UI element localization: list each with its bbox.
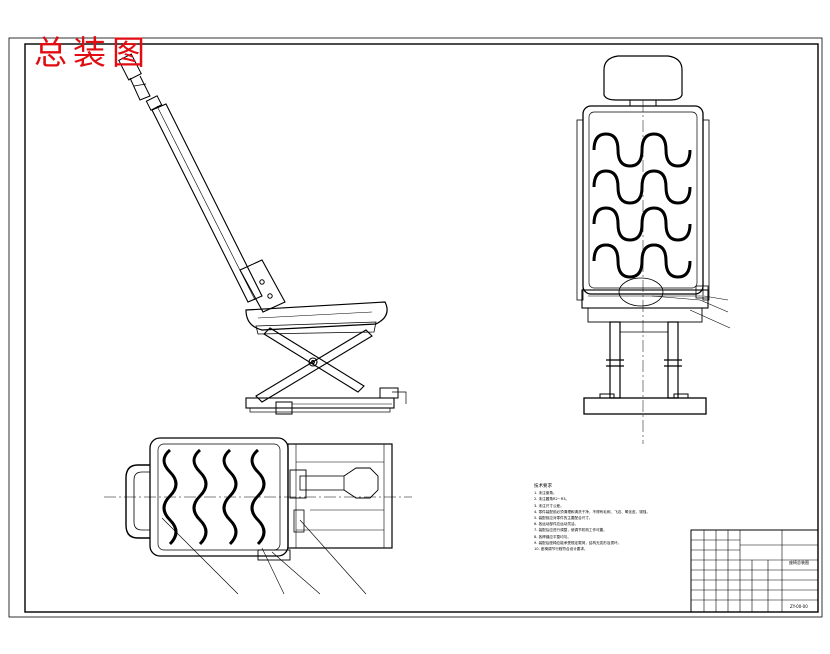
side-view — [118, 53, 407, 415]
note-item: 5. 装配前应对零件的主要配合尺寸。 — [534, 516, 593, 521]
title-block-part-name: 座椅总装图 — [789, 560, 809, 565]
note-item: 6. 各运动部件应运动灵活。 — [534, 522, 579, 527]
outer-border — [8, 37, 823, 618]
drawing-title: 总装图 — [34, 33, 151, 72]
note-item: 4. 零件装配前必须清理和清洗干净，不得有毛刺、飞边、氧化皮、锈蚀。 — [534, 509, 650, 514]
title-block-drawing-number: ZY-00-00 — [790, 604, 808, 609]
note-item: 8. 各焊缝应平整均匀。 — [534, 534, 571, 539]
zigzag-springs — [592, 132, 692, 279]
backrest-rod — [151, 103, 263, 303]
scissor-lift — [255, 327, 373, 403]
headrest — [603, 55, 683, 101]
hinge-plate — [239, 259, 286, 313]
detail-circle — [618, 277, 664, 307]
technical-requirements: 技术要求 1. 未注倒角。 2. 未注圆角R2~R3。 3. 未注尺寸公差。 4… — [534, 484, 684, 552]
top-headrest — [125, 464, 150, 539]
top-seat-base — [287, 443, 393, 549]
note-item: 7. 装配后应进行调整，使调节机构工作可靠。 — [534, 528, 607, 533]
top-view — [104, 437, 412, 595]
inner-border — [24, 43, 819, 613]
note-item: 3. 未注尺寸公差。 — [534, 503, 564, 508]
base-rail — [245, 397, 395, 409]
front-view — [576, 55, 731, 444]
note-item: 10. 座椅调节行程符合设计要求。 — [534, 547, 588, 552]
title-block — [690, 529, 819, 613]
notes-heading: 技术要求 — [534, 484, 552, 489]
note-item: 9. 装配后座椅应能承受规定载荷，结构无变形及损坏。 — [534, 540, 622, 545]
lift-columns — [606, 321, 682, 399]
headrest-bracket — [118, 53, 142, 81]
top-springs — [162, 448, 266, 546]
note-item: 1. 未注倒角。 — [534, 491, 557, 496]
base-plate — [583, 397, 707, 415]
note-item: 2. 未注圆角R2~R3。 — [534, 497, 570, 502]
